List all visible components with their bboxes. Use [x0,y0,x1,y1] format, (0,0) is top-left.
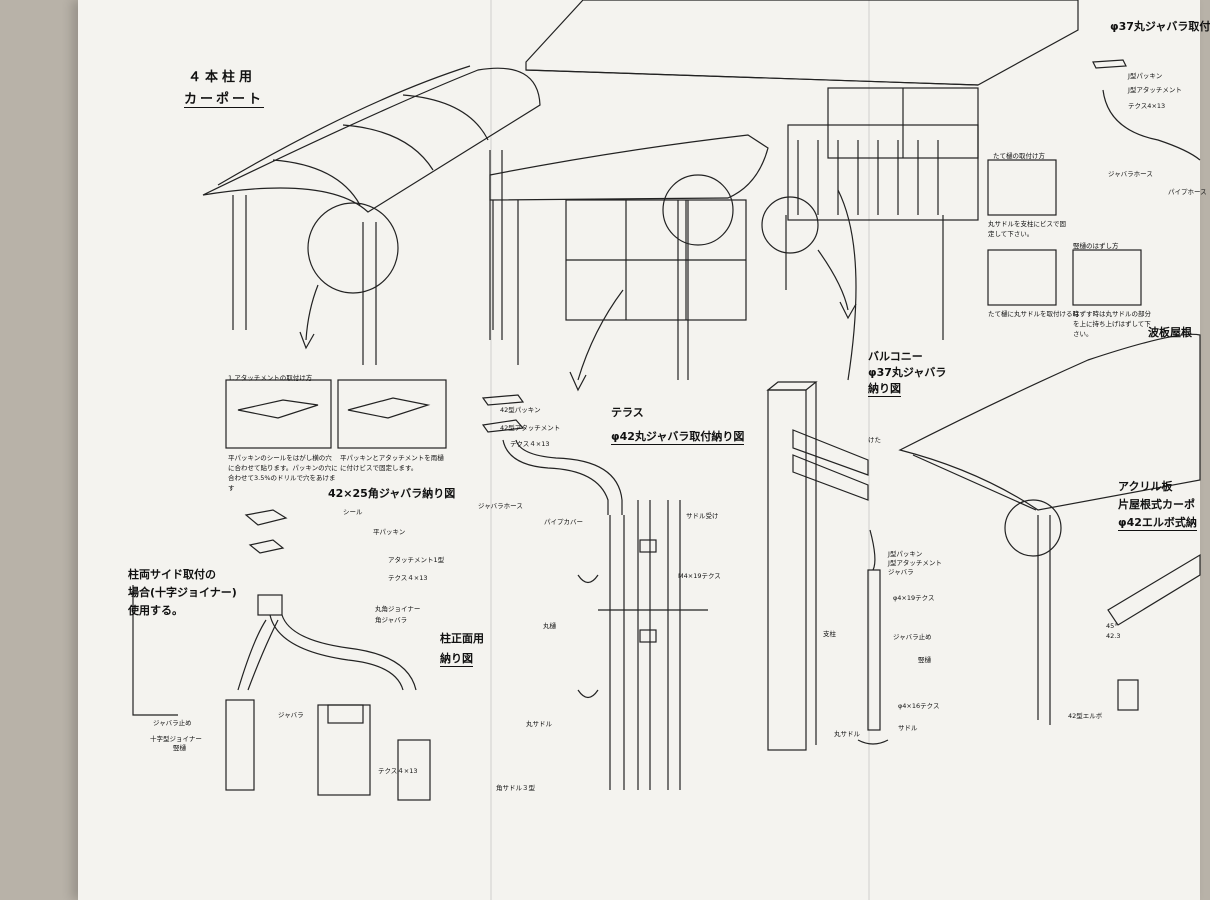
part-label: J型アタッチメント [888,559,942,567]
balcony-title-line2: φ37丸ジャバラ [868,366,947,379]
part-label: ジャバラ [888,568,914,576]
part-label: J型アタッチメント [1128,86,1182,94]
technical-drawing [132,0,1201,801]
front-note-line2: 納り図 [440,652,473,667]
part-label: 丸サドル [834,730,860,738]
part-label: サドル受け [686,512,719,520]
acrylic-title-line3: φ42エルボ式納 [1118,516,1197,531]
step-label: たて樋の取付け方 [993,152,1045,160]
acrylic-title-line1: アクリル板 [1118,480,1173,493]
top-right-title: φ37丸ジャバラ取付 [1110,20,1210,33]
part-label: ジャバラホース [478,502,523,510]
attach-detail-left [225,379,332,449]
step-label: たて樋に丸サドルを取付ける時 [988,310,1079,318]
part-label: アタッチメント1型 [388,556,445,564]
part-label: ジャバラ止め [893,633,932,641]
attach-note-left: 平パッキンのシールをはがし横の穴に合わせて貼ります。パッキンの穴に合わせて3.5… [228,454,338,492]
side-note-line2: 場合(十字ジョイナー) [128,586,237,599]
part-label: 角サドル３型 [496,784,535,792]
acrylic-title-line2: 片屋根式カーポ [1118,498,1195,511]
dimension-label: 42.3 [1106,632,1121,640]
part-label: パイプホース [1168,188,1207,196]
wave-roof-title: 波板屋根 [1148,326,1192,339]
part-label: 42型エルボ [1068,712,1103,720]
part-label: 42型パッキン [500,406,541,414]
part-label: 十字型ジョイナー [150,735,202,743]
acrylic-carport-illustration [898,333,1201,725]
terrace-title-line1: テラス [611,406,644,419]
part-label: パイプカバー [544,518,583,526]
part-label: テクス４×13 [378,767,418,775]
part-label: ジャバラ止め [153,719,192,727]
part-label: 支柱 [823,630,836,638]
attach-detail-right [337,379,447,449]
part-label: 竪樋 [918,656,931,664]
terrace-pipe-illustration [481,394,708,790]
house-illustration [489,0,1079,392]
square-bellows-title: 42×25角ジャバラ納り図 [328,487,456,500]
part-label: テクス4×13 [1128,102,1166,110]
terrace-title-line2: φ42丸ジャバラ取付納り図 [611,430,745,445]
paper-fold [490,0,492,900]
part-label: 竪樋 [173,744,186,752]
paper-fold [868,0,870,900]
part-label: J型パッキン [888,550,923,558]
step-label: はずす時は丸サドルの部分を上に持ち上げはずして下さい。 [1073,310,1151,338]
part-label: 42型アタッチメント [500,424,561,432]
square-bellows-illustration [132,509,431,801]
angle-label: 45° [1106,622,1118,630]
attach-note-right: 平パッキンとアタッチメントを雨樋に付けビスで固定します。 [340,454,444,472]
part-label: シール [343,508,363,516]
side-note-line1: 柱両サイド取付の [128,568,216,581]
carport-title-line1: ４本柱用 [188,70,257,85]
carport-title-line2: カーポート [184,88,265,108]
carport-illustration [202,65,541,365]
part-label: サドル [898,724,918,732]
part-label: 丸サドル [526,720,552,728]
part-label: ジャバラ [278,711,304,719]
part-label: 角ジャバラ [375,616,408,624]
step-label: 竪樋のはずし方 [1073,242,1119,250]
part-label: M4×19テクス [678,572,721,580]
instruction-sheet: ４本柱用 カーポート 1.アタッチメントの取付け方 平パッキンのシールをはがし横… [78,0,1210,900]
side-note-line3: 使用する。 [128,604,183,617]
step-label: 丸サドルを支柱にビスで固定して下さい。 [988,220,1066,238]
balcony-title-line1: バルコニー [868,350,923,363]
part-label: テクス４×13 [510,440,550,448]
part-label: けた [868,436,881,444]
part-label: 丸角ジョイナー [375,605,421,613]
part-label: テクス４×13 [388,574,428,582]
balcony-title-line3: 納り図 [868,382,901,397]
front-note-line1: 柱正面用 [440,632,484,645]
attach-title: 1.アタッチメントの取付け方 [228,374,313,382]
part-label: ジャバラホース [1108,170,1153,178]
part-label: J型パッキン [1128,72,1163,80]
top-right-steps [987,59,1201,306]
part-label: φ4×16テクス [898,702,940,710]
balcony-post-illustration [766,189,889,751]
part-label: 丸樋 [543,622,556,630]
part-label: 平パッキン [373,528,406,536]
part-label: φ4×19テクス [893,594,935,602]
